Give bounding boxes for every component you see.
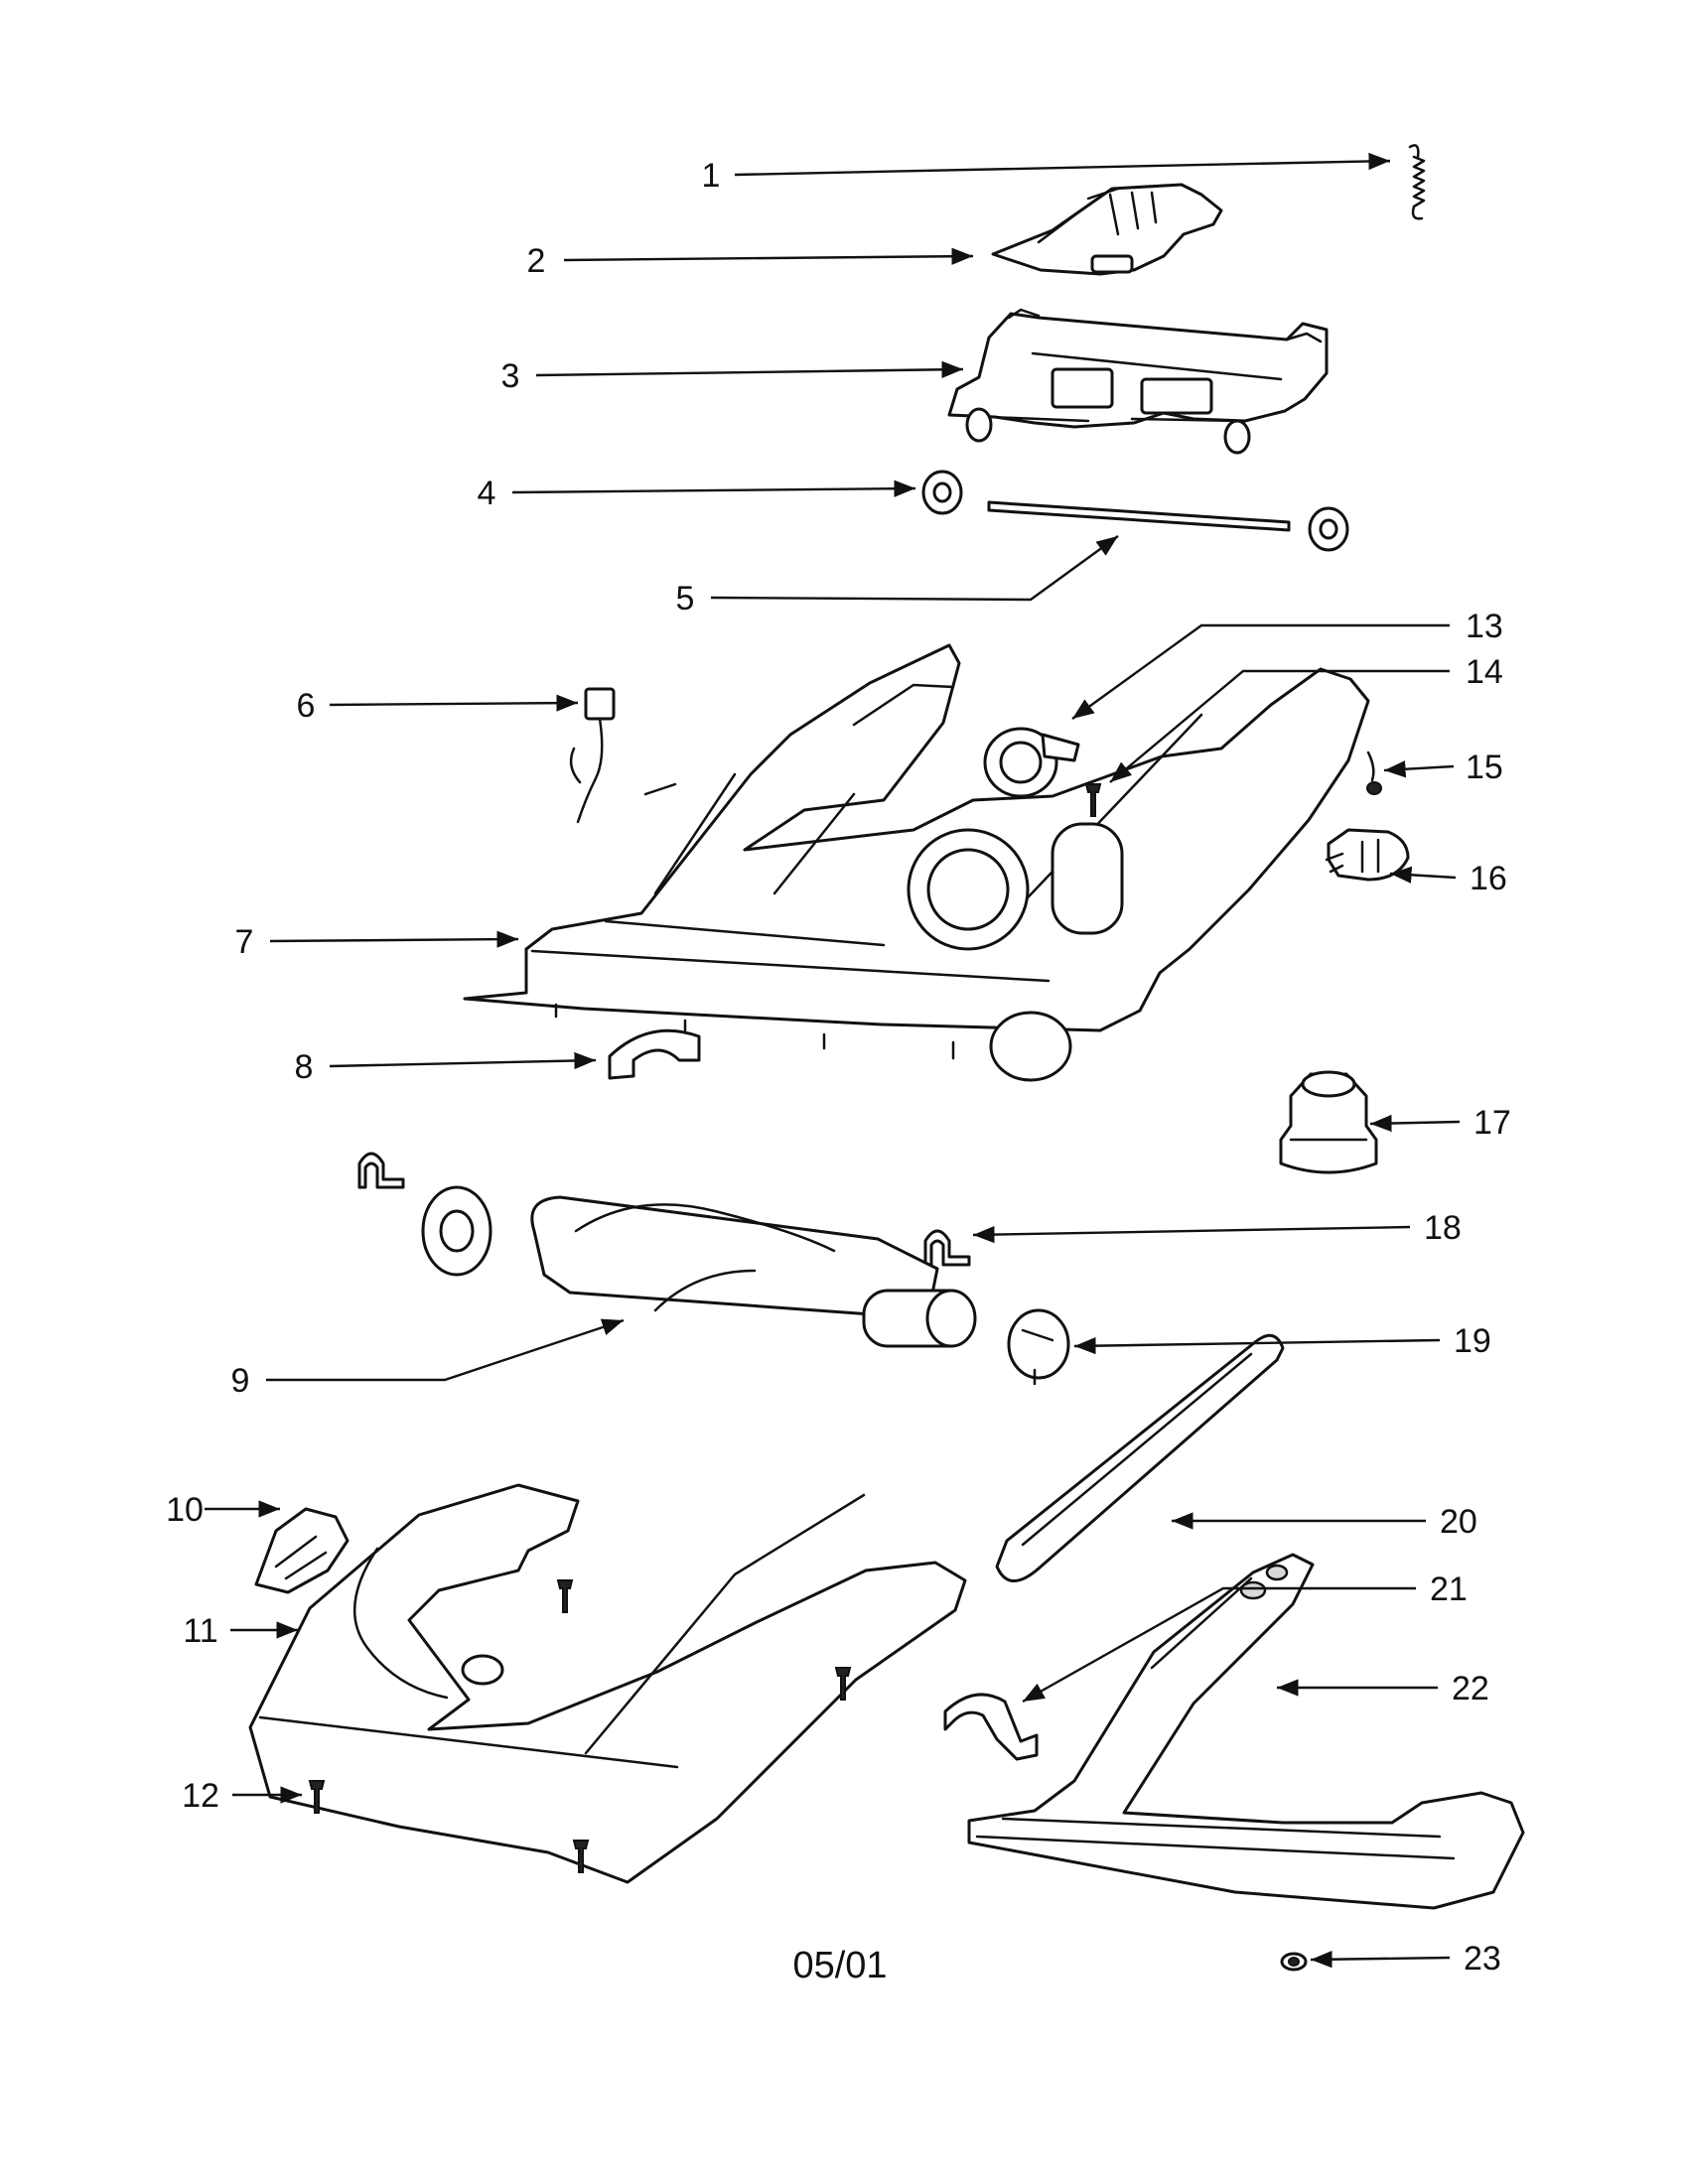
callout-12: 12 [182, 1777, 219, 1815]
callout-9: 9 [231, 1362, 250, 1400]
part-screw-12d [834, 1667, 852, 1701]
callout-10: 10 [166, 1491, 204, 1529]
callout-3: 3 [501, 357, 520, 395]
leader-lines [205, 152, 1461, 1969]
part-spring-clip-18a [357, 1152, 405, 1189]
part-axle [987, 500, 1291, 532]
part-wheel-right [1308, 506, 1349, 552]
callout-15: 15 [1466, 749, 1503, 786]
callout-22: 22 [1452, 1670, 1489, 1707]
part-pedal-bracket [991, 183, 1223, 276]
part-bulb-socket [1325, 828, 1410, 882]
part-spring-clip-18b [923, 1229, 971, 1267]
part-wire-15 [1366, 751, 1382, 795]
callout-16: 16 [1470, 860, 1507, 897]
part-motor-cap [1279, 1070, 1378, 1174]
callout-5: 5 [676, 580, 695, 617]
part-bottom-plate [967, 1553, 1525, 1910]
callout-labels: 1 2 3 4 5 6 7 8 9 10 11 12 13 14 15 16 1… [166, 157, 1511, 1986]
part-height-knob [254, 1507, 350, 1594]
part-base [463, 643, 1370, 1082]
part-screw-12a [308, 1780, 326, 1814]
callout-18: 18 [1424, 1209, 1462, 1247]
callout-8: 8 [295, 1048, 314, 1086]
part-nut [1280, 1952, 1308, 1972]
part-belt [995, 1333, 1285, 1582]
callout-21: 21 [1430, 1570, 1468, 1608]
part-wheel-left [921, 470, 963, 515]
callout-2: 2 [527, 242, 546, 280]
callout-19: 19 [1454, 1322, 1491, 1360]
part-clip [608, 1028, 701, 1080]
callout-17: 17 [1474, 1104, 1511, 1142]
date-code: 05/01 [792, 1945, 887, 1986]
part-rear-chassis [947, 308, 1329, 455]
callout-11: 11 [183, 1612, 217, 1650]
part-duct-ring [983, 727, 1080, 798]
callout-13: 13 [1466, 608, 1503, 645]
part-spring [1408, 144, 1426, 220]
part-hood [248, 1483, 967, 1884]
callout-23: 23 [1464, 1940, 1501, 1978]
callout-7: 7 [235, 923, 254, 961]
callout-6: 6 [297, 687, 316, 725]
callout-1: 1 [702, 157, 721, 195]
part-screw-14 [1084, 783, 1102, 817]
part-wire-harness [569, 687, 616, 824]
callout-4: 4 [478, 475, 496, 512]
part-screw-12c [556, 1579, 574, 1613]
part-clip-21 [943, 1693, 1039, 1761]
part-screw-12b [572, 1840, 590, 1873]
callout-14: 14 [1466, 653, 1503, 691]
callout-20: 20 [1440, 1503, 1477, 1541]
part-brushroll [421, 1185, 1070, 1386]
